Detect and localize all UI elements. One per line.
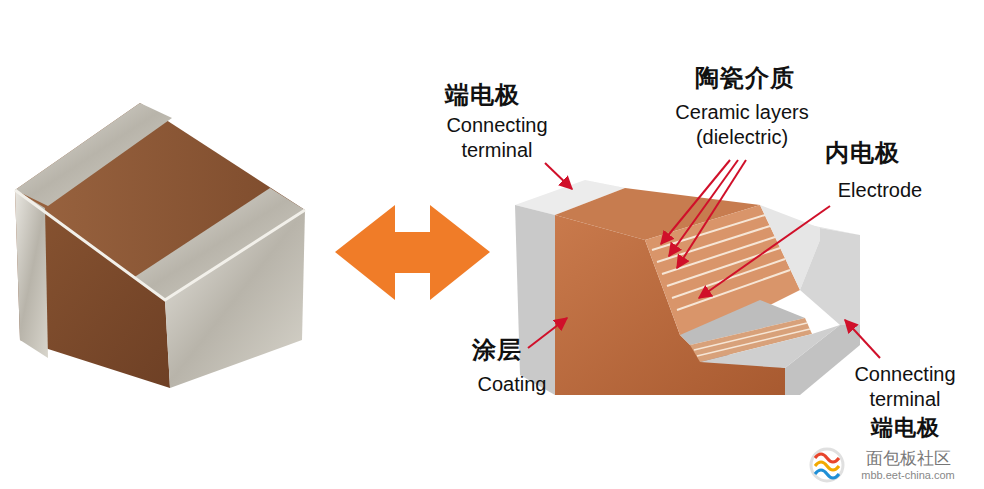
watermark-logo [811,449,843,481]
part-label-cn: 陶瓷介质 [680,63,810,93]
leader-lines [528,160,880,358]
watermark: 面包板社区 [850,448,966,469]
part-label-en: Connecting terminal [427,113,567,163]
part-label-en: Coating [462,372,562,397]
part-label-cn: 端电极 [860,414,950,442]
part-label-cn: 端电极 [422,80,542,110]
double-arrow [335,205,490,300]
part-label-cn: 内电极 [812,138,912,168]
mlcc-chip [15,103,305,388]
part-label-en: Electrode [825,178,935,203]
part-label-en: Connecting terminal [835,362,975,412]
part-label-en: Ceramic layers (dielectric) [652,100,832,150]
watermark-url: mbb.eet-china.com [843,469,973,483]
part-label-cn: 涂层 [457,335,537,365]
